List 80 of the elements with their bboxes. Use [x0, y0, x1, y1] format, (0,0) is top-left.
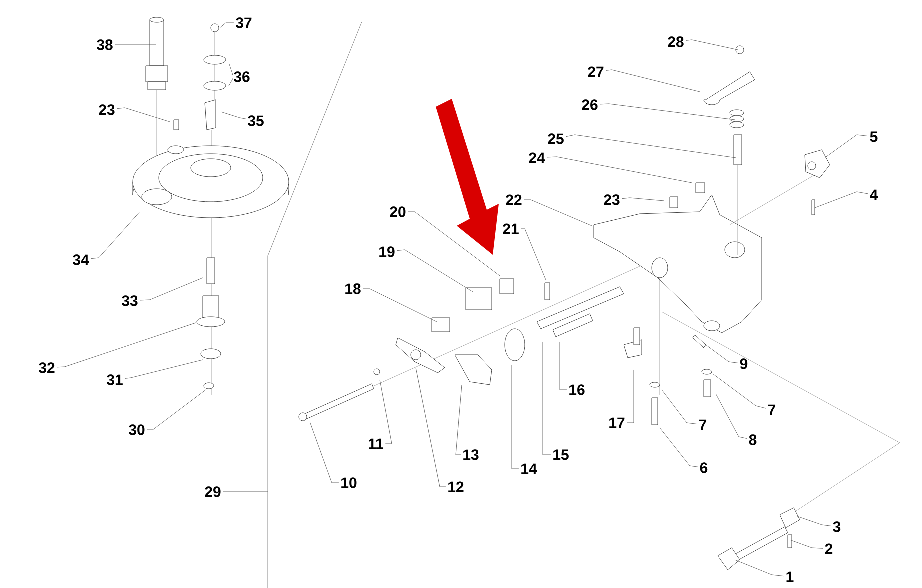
leader-line [660, 428, 698, 468]
callout-number: 20 [390, 206, 406, 218]
callout-number: 30 [129, 424, 145, 436]
callout-number: 10 [342, 478, 357, 488]
leader-line [524, 200, 592, 226]
leader-line [546, 156, 692, 184]
callout-number: 14 [522, 464, 538, 474]
leader-line [706, 344, 738, 364]
leader-line [824, 134, 868, 158]
callout-number: 31 [107, 374, 123, 386]
callout-number: 22 [506, 194, 522, 206]
callout-number: 9 [740, 358, 748, 370]
callout-number: 5 [870, 132, 878, 142]
callout-number: 28 [668, 36, 684, 48]
callout-number: 24 [529, 152, 546, 164]
leader-line [542, 342, 552, 456]
callout-number: 13 [464, 450, 479, 460]
leader-line [662, 390, 698, 424]
leader-line [796, 516, 832, 526]
leader-line [686, 40, 738, 50]
callout-number: 12 [448, 482, 464, 492]
leader-line [416, 368, 446, 488]
callout-number: 17 [610, 418, 625, 428]
leader-line [228, 78, 234, 86]
callout-number: 34 [73, 254, 90, 266]
leader-line [140, 278, 204, 301]
callout-number: 8 [749, 434, 757, 446]
callout-number: 2 [825, 544, 833, 554]
callout-number: 21 [503, 224, 519, 234]
leader-line [220, 112, 246, 120]
leader-line [56, 322, 196, 368]
leader-line [622, 198, 664, 202]
leader-line [362, 288, 438, 322]
leader-line [600, 104, 736, 120]
leader-line [512, 364, 520, 470]
leader-line [814, 192, 868, 208]
leader-line [220, 22, 234, 28]
leader-line [520, 228, 546, 280]
callout-number: 23 [99, 104, 115, 116]
leader-line [90, 212, 140, 260]
callout-number: 6 [700, 462, 708, 474]
leader-line [716, 394, 748, 439]
leader-line [114, 44, 156, 46]
leader-line [790, 540, 824, 549]
leader-line [734, 560, 784, 577]
leader-line [116, 108, 170, 122]
leader-line [456, 384, 462, 456]
leader-line [124, 360, 204, 379]
callout-number: 1 [786, 572, 794, 582]
callout-number: 4 [870, 190, 878, 200]
leader-line [606, 70, 700, 92]
leader-line [626, 370, 634, 424]
callout-number: 36 [234, 72, 250, 82]
callout-number: 33 [122, 296, 138, 306]
leader-line [380, 380, 392, 444]
callout-number: 15 [554, 450, 569, 460]
callout-number: 26 [582, 100, 598, 110]
callout-number: 29 [205, 486, 221, 498]
callout-number: 27 [588, 66, 604, 78]
callout-number: 11 [369, 438, 384, 450]
callout-number: 3 [833, 522, 841, 532]
callout-number: 37 [236, 18, 252, 28]
callout-number: 19 [380, 246, 395, 258]
leader-line [228, 62, 234, 76]
callout-number: 7 [768, 404, 776, 416]
callout-number: 35 [248, 116, 264, 126]
callout-number: 23 [604, 194, 620, 206]
callout-number: 16 [570, 384, 585, 396]
leader-line [146, 390, 206, 430]
leader-line [408, 212, 500, 276]
callout-number: 38 [97, 40, 113, 50]
callout-number: 32 [39, 362, 55, 374]
callout-number: 25 [548, 134, 564, 144]
callout-number: 18 [346, 284, 361, 294]
leader-line [566, 134, 736, 158]
leader-line [560, 342, 568, 390]
leader-line [310, 422, 340, 484]
callout-number: 7 [699, 420, 707, 430]
leader-line [712, 374, 766, 409]
leader-line [396, 250, 474, 292]
